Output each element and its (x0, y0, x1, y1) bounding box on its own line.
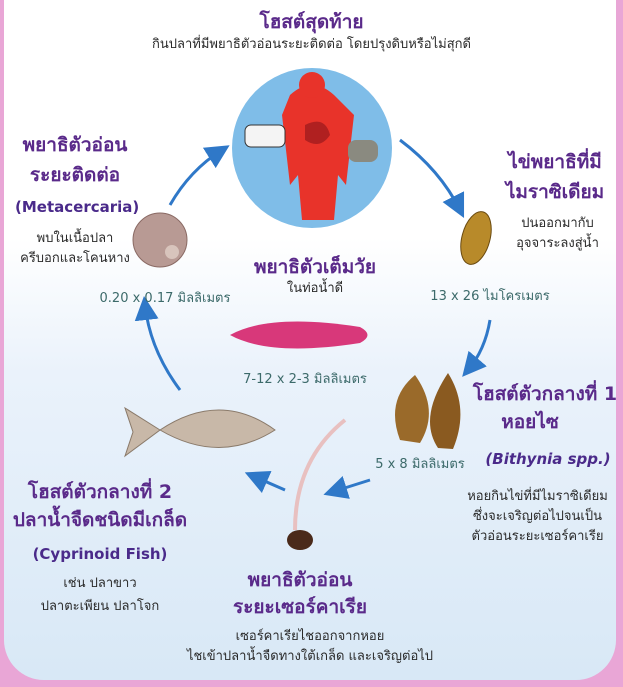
fish-title-1: โฮสต์ตัวกลางที่ 2 (27, 481, 173, 503)
cercaria-title-2: ระยะเซอร์คาเรีย (233, 596, 367, 618)
egg-title-1: ไข่พยาธิที่มี (508, 151, 602, 173)
snail-desc-2: ซึ่งจะเจริญต่อไปจนเป็น (472, 509, 603, 524)
snail-scientific-name: (Bithynia spp.) (485, 450, 611, 468)
metacercaria-title-1: พยาธิตัวอ่อน (22, 134, 128, 156)
adult-fluke-illustration (230, 321, 368, 349)
egg-title-2: ไมราซิเดียม (505, 181, 605, 203)
cycle-arrows (134, 138, 492, 499)
metacercaria-size: 0.20 x 0.17 มิลลิเมตร (99, 291, 231, 306)
adult-title: พยาธิตัวเต็มวัย (253, 256, 377, 278)
snail-size: 5 x 8 มิลลิเมตร (375, 457, 465, 472)
snail-illustration (430, 373, 461, 449)
metacercaria-desc-2: ครีบอกและโคนหาง (20, 251, 130, 266)
cercaria-illustration (293, 418, 347, 531)
cercaria-desc-2: ไชเข้าปลาน้ำจืดทางใต้เกล็ด และเจริญต่อไป (186, 649, 434, 664)
snail-illustration (395, 375, 429, 443)
egg-desc-2: อุจจาระลงสู่น้ำ (516, 236, 599, 251)
adult-desc: ในท่อน้ำดี (286, 281, 344, 296)
human-body-icon (282, 85, 354, 220)
dog-icon (244, 124, 286, 148)
fish-title-2: ปลาน้ำจืดชนิดมีเกล็ด (12, 509, 188, 531)
host-circle-illustration (232, 68, 392, 228)
egg-desc-1: ปนออกมากับ (521, 216, 594, 231)
metacercaria-scientific-name: (Metacercaria) (15, 198, 140, 216)
metacercaria-desc-1: พบในเนื้อปลา (36, 231, 114, 246)
snail-desc-3: ตัวอ่อนระยะเซอร์คาเรีย (471, 529, 604, 544)
cercaria-desc-1: เซอร์คาเรียไชออกจากหอย (235, 629, 385, 644)
adult-size: 7-12 x 2-3 มิลลิเมตร (243, 372, 367, 387)
egg-size: 13 x 26 ไมโครเมตร (430, 289, 550, 304)
metacercaria-title-2: ระยะติดต่อ (29, 164, 121, 186)
egg-illustration (460, 211, 492, 265)
cercaria-title-1: พยาธิตัวอ่อน (247, 569, 353, 591)
fish-illustration (124, 406, 276, 458)
definitive-host-desc: กินปลาที่มีพยาธิตัวอ่อนระยะติดต่อ โดยปรุ… (152, 37, 471, 52)
snail-title-1: โฮสต์ตัวกลางที่ 1 (472, 383, 618, 405)
snail-title-2: หอยไซ (501, 411, 559, 433)
fish-scientific-name: (Cyprinoid Fish) (32, 545, 168, 563)
fish-desc-2: ปลาตะเพียน ปลาโจก (40, 599, 160, 614)
fish-desc-1: เช่น ปลาขาว (63, 576, 137, 591)
definitive-host-title: โฮสต์สุดท้าย (259, 11, 364, 33)
cat-icon (348, 140, 378, 162)
snail-desc-1: หอยกินไข่ที่มีไมราซิเดียม (467, 489, 608, 504)
